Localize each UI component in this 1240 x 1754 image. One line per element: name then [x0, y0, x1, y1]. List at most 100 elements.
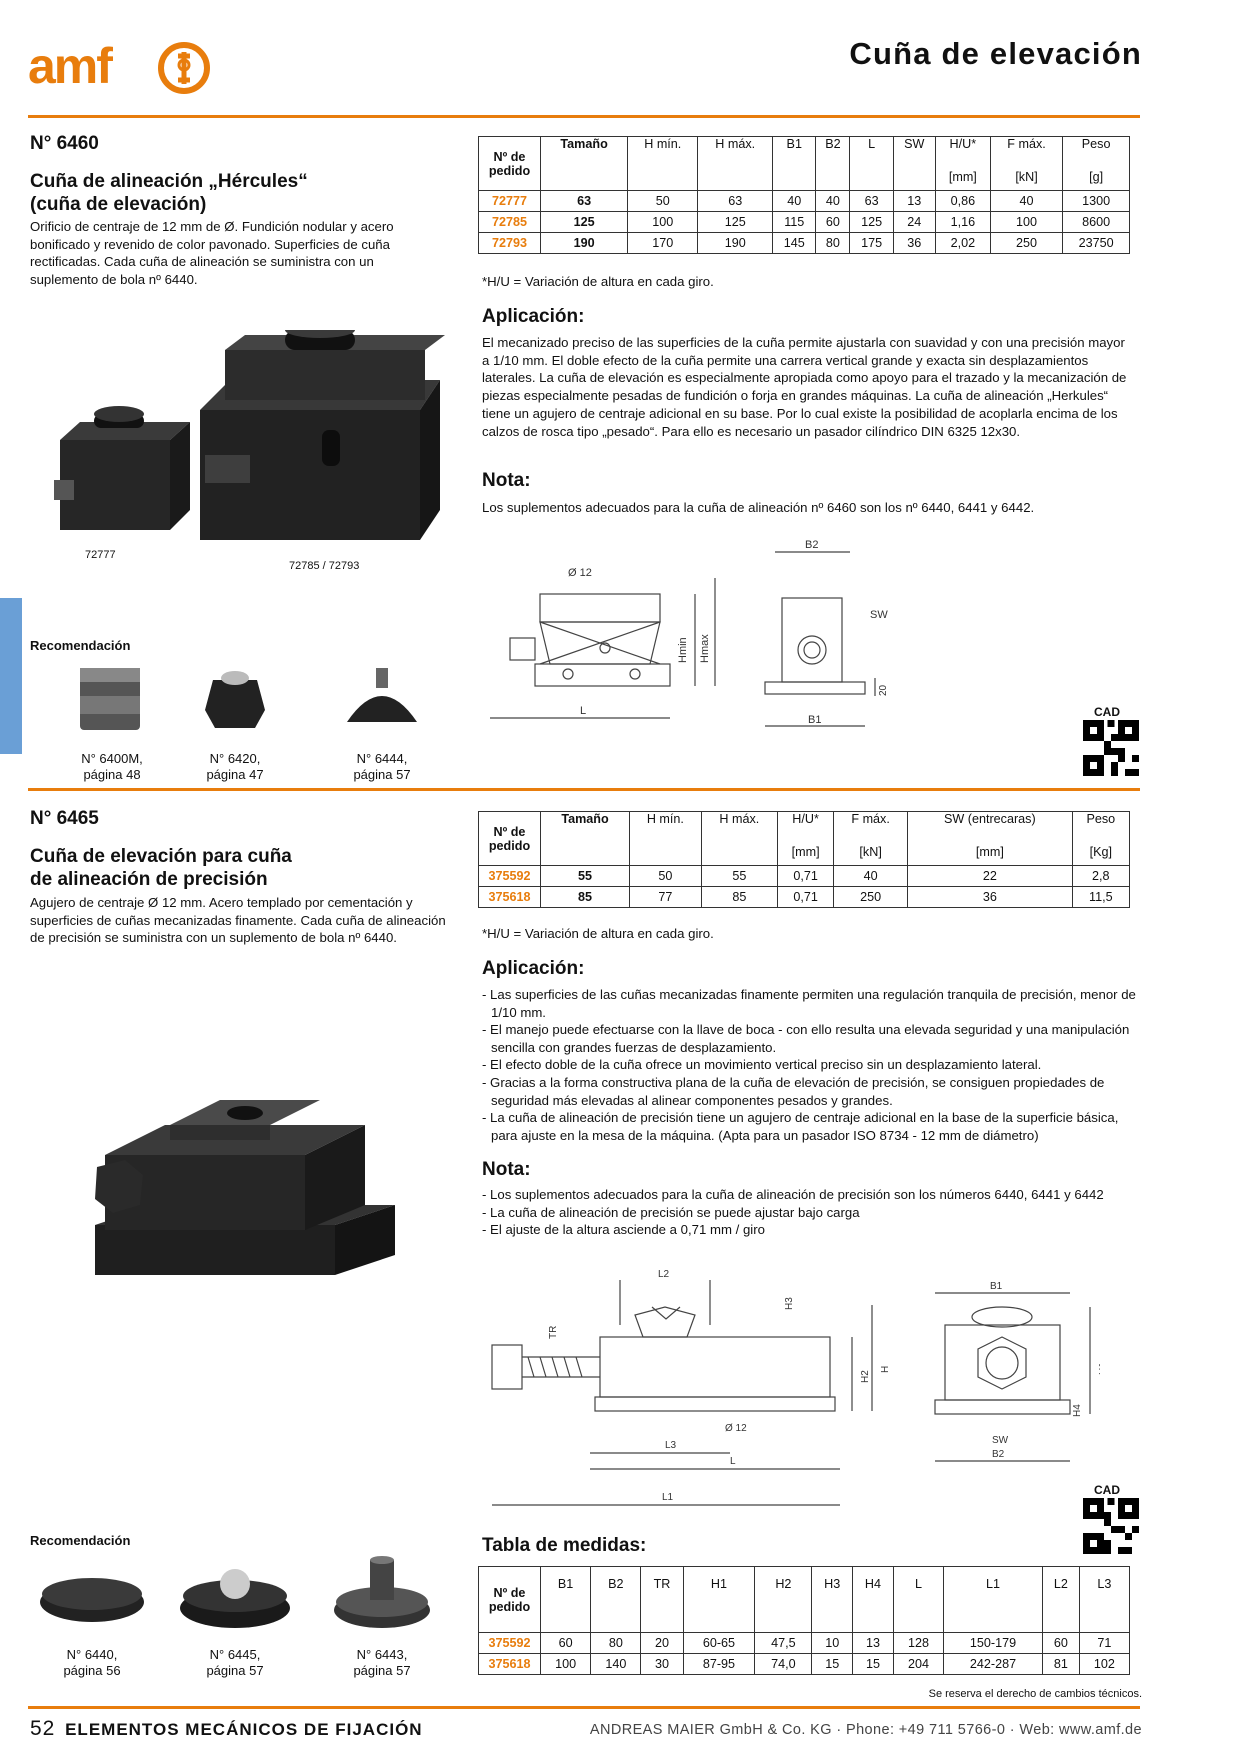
unit-cell [539, 838, 631, 866]
table-row: 375618 85 77 85 0,71 250 36 11,5 [478, 886, 1131, 908]
table-cell: 63 [539, 190, 629, 212]
table-row: 375592 60 80 20 60-65 47,5 10 13 128 150… [478, 1632, 1131, 1654]
cad-qr-code[interactable] [1083, 720, 1139, 776]
recommendation-page: página 57 [353, 1663, 411, 1678]
table-cell: 40 [833, 865, 909, 887]
table-header: F máx. [833, 811, 909, 839]
product-number: N° 6465 [30, 808, 99, 829]
order-number-link[interactable]: 375592 [478, 865, 541, 887]
table-cell: 190 [539, 232, 629, 254]
table-header: H máx. [700, 811, 779, 839]
section-heading: Aplicación: [482, 958, 585, 979]
table-cell: 81 [1041, 1653, 1080, 1675]
note-list: - Los suplementos adecuados para la cuña… [482, 1186, 1132, 1239]
cad-qr-code[interactable] [1083, 1498, 1139, 1554]
order-number-link[interactable]: 375618 [478, 1653, 541, 1675]
technical-drawing: L2 H3 TR H2 H Ø 12 L3 L L1 B1 H1 H4 SW B… [480, 1265, 1109, 1520]
table-header: F máx. [989, 136, 1064, 164]
recommendation-label: N° 6420, [209, 751, 261, 766]
product-photo [50, 322, 450, 550]
drawing-label: SW [870, 609, 888, 621]
table-cell: 80 [815, 232, 851, 254]
table-cell [539, 1608, 592, 1633]
table-cell: 85 [539, 886, 631, 908]
drawing-label: Hmax [699, 634, 711, 663]
table-cell: 1,16 [934, 211, 991, 233]
recommendation-label: N° 6440, [66, 1647, 118, 1662]
table-row: 375592 55 50 55 0,71 40 22 2,8 [478, 865, 1131, 887]
drawing-label: L [580, 705, 586, 717]
table-cell: 24 [892, 211, 936, 233]
order-number-link[interactable]: 72777 [478, 190, 541, 212]
order-number-link[interactable]: 375592 [478, 1632, 541, 1654]
cad-label: CAD [1094, 705, 1120, 719]
table-header: B2 [590, 1566, 642, 1609]
recommendation-item[interactable]: N° 6420, página 47 [165, 660, 305, 783]
table-header: L3 [1078, 1566, 1131, 1609]
table-cell: 190 [697, 232, 774, 254]
table-cell: 50 [629, 865, 702, 887]
table-header: H3 [811, 1566, 854, 1609]
unit-cell: [Kg] [1071, 838, 1131, 866]
table-cell [1041, 1608, 1080, 1633]
note-text: Los suplementos adecuados para la cuña d… [482, 500, 1035, 515]
table-cell: 1300 [1062, 190, 1130, 212]
recommendation-page: página 47 [206, 767, 264, 782]
application-text: El mecanizado preciso de las superficies… [482, 335, 1127, 439]
table-cell: 0,86 [934, 190, 991, 212]
unit-cell: [mm] [934, 163, 991, 191]
drawing-label: TR [548, 1326, 559, 1339]
table-row: 72777 63 50 63 40 40 63 13 0,86 40 1300 [478, 190, 1130, 212]
table-cell: 40 [989, 190, 1064, 212]
list-item: - Gracias a la forma constructiva plana … [482, 1074, 1105, 1108]
recommendation-label: N° 6400M, [81, 751, 143, 766]
table-header: TR [640, 1566, 684, 1609]
drawing-label: H2 [860, 1370, 871, 1383]
table-header: SW (entrecaras) [907, 811, 1073, 839]
table-cell [640, 1608, 684, 1633]
table-footnote: *H/U = Variación de altura en cada giro. [482, 274, 714, 289]
table-cell: 36 [907, 886, 1073, 908]
recommendation-item[interactable]: N° 6400M, página 48 [42, 660, 182, 783]
recommendation-item[interactable]: N° 6440, página 56 [22, 1556, 162, 1679]
list-item: - La cuña de alineación de precisión se … [482, 1204, 860, 1220]
recommendation-item[interactable]: N° 6444, página 57 [312, 660, 452, 783]
threaded-support-image [80, 668, 140, 730]
product-name: Cuña de elevación para cuña de alineació… [30, 845, 450, 891]
section-divider [28, 788, 1140, 791]
section-heading: Nota: [482, 1159, 531, 1180]
table-cell: 175 [849, 232, 894, 254]
recommendation-item[interactable]: N° 6443, página 57 [312, 1556, 452, 1679]
table-cell: 100 [989, 211, 1064, 233]
unit-cell: [g] [1062, 163, 1130, 191]
list-item: - El efecto doble de la cuña ofrece un m… [482, 1057, 1042, 1073]
section-name: ELEMENTOS MECÁNICOS DE FIJACIÓN [65, 1720, 423, 1739]
recommendation-page: página 56 [63, 1663, 121, 1678]
product-name-line: de alineación de precisión [30, 869, 268, 890]
product-name-line: Cuña de elevación para cuña [30, 846, 292, 867]
list-item: - El manejo puede efectuarse con la llav… [482, 1022, 1130, 1055]
table-cell: 36 [892, 232, 936, 254]
spec-table: Nº de pedido Tamaño H mín. H máx. B1 B2 … [478, 136, 1130, 254]
unit-cell [627, 163, 699, 191]
order-number-link[interactable]: 72793 [478, 232, 541, 254]
drawing-label: B2 [805, 539, 818, 551]
table-row: 72785 125 100 125 115 60 125 24 1,16 100… [478, 211, 1130, 233]
unit-cell [700, 838, 779, 866]
table-cell [852, 1608, 894, 1633]
unit-cell [697, 163, 774, 191]
table-cell [892, 1608, 945, 1633]
order-number-link[interactable]: 72785 [478, 211, 541, 233]
table-cell [754, 1608, 813, 1633]
product-photo [95, 1095, 395, 1285]
list-item: - Los suplementos adecuados para la cuña… [482, 1187, 1104, 1202]
order-number-link[interactable]: 375618 [478, 886, 541, 908]
table-header: Tamaño [539, 136, 629, 164]
product-name-line: (cuña de elevación) [30, 194, 207, 215]
table-cell: 145 [772, 232, 817, 254]
amf-logo[interactable]: amf [28, 38, 218, 98]
drawing-label: L3 [665, 1440, 677, 1451]
list-item: - El ajuste de la altura asciende a 0,71… [482, 1222, 765, 1238]
recommendation-item[interactable]: N° 6445, página 57 [165, 1556, 305, 1679]
table-header: H/U* [934, 136, 991, 164]
